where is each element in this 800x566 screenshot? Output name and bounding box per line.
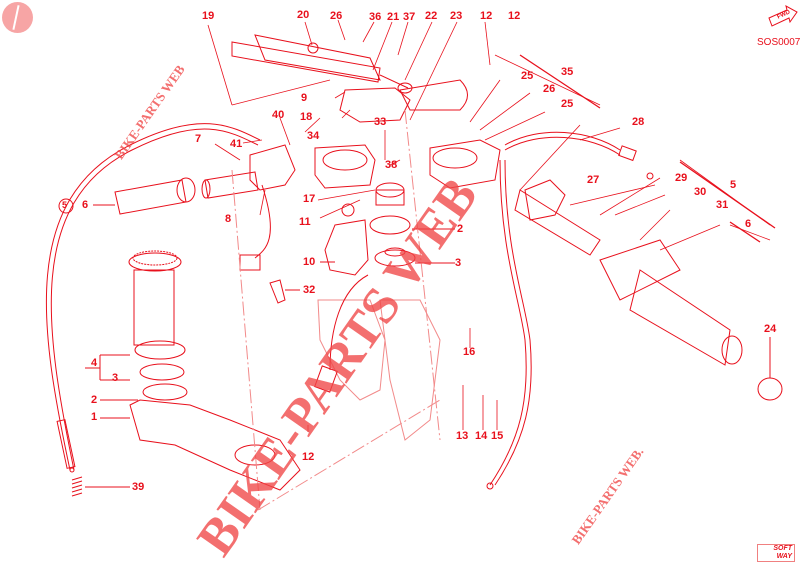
- callout-26[interactable]: 26: [330, 10, 343, 22]
- callout-6[interactable]: 6: [745, 218, 752, 230]
- callout-22[interactable]: 22: [425, 10, 438, 22]
- callout-15[interactable]: 15: [491, 430, 504, 442]
- logo-line-1: SOFT: [773, 545, 792, 552]
- cable-28[interactable]: [504, 131, 654, 180]
- callout-19[interactable]: 19: [202, 10, 215, 22]
- callout-2[interactable]: 2: [457, 223, 464, 235]
- callout-29[interactable]: 29: [675, 172, 688, 184]
- throttle-grip[interactable]: [599, 239, 743, 366]
- clutch-cable[interactable]: [45, 123, 261, 473]
- callout-4[interactable]: 4: [91, 357, 98, 369]
- callout-33[interactable]: 33: [374, 116, 387, 128]
- left-switch[interactable]: [239, 144, 296, 271]
- wiring-harness[interactable]: [314, 274, 369, 393]
- key-part[interactable]: [269, 279, 300, 304]
- callout-38[interactable]: 38: [385, 159, 398, 171]
- callout-13[interactable]: 13: [456, 430, 469, 442]
- kit-brackets: [519, 54, 776, 243]
- forward-arrow-icon: [768, 5, 798, 27]
- callout-21[interactable]: 21: [387, 11, 400, 23]
- callout-14[interactable]: 14: [475, 430, 488, 442]
- logo-line-2: WAY: [776, 553, 792, 560]
- callout-39[interactable]: 39: [132, 481, 145, 493]
- callout-6[interactable]: 6: [82, 199, 89, 211]
- callout-41[interactable]: 41: [230, 138, 243, 150]
- callout-2[interactable]: 2: [91, 394, 98, 406]
- steering-nuts[interactable]: [369, 182, 455, 267]
- callout-25[interactable]: 25: [561, 98, 574, 110]
- left-handlebar[interactable]: [201, 171, 259, 199]
- callout-18[interactable]: 18: [300, 111, 313, 123]
- callout-11[interactable]: 11: [299, 216, 311, 228]
- callout-12[interactable]: 12: [302, 451, 315, 463]
- kit-reference-icon: [58, 198, 74, 214]
- callout-36[interactable]: 36: [369, 11, 382, 23]
- callout-12[interactable]: 12: [480, 10, 493, 22]
- callout-20[interactable]: 20: [297, 9, 310, 21]
- spring-part[interactable]: [71, 476, 130, 497]
- damper-bracket[interactable]: [339, 79, 468, 123]
- callout-40[interactable]: 40: [272, 109, 285, 121]
- callout-8[interactable]: 8: [225, 213, 232, 225]
- steering-damper[interactable]: [231, 34, 413, 94]
- bar-end[interactable]: [757, 337, 783, 401]
- leader-lines: [207, 19, 771, 432]
- callout-37[interactable]: 37: [403, 11, 416, 23]
- callout-16[interactable]: 16: [463, 346, 476, 358]
- callout-23[interactable]: 23: [450, 10, 463, 22]
- callout-32[interactable]: 32: [303, 284, 316, 296]
- callout-5[interactable]: 5: [730, 179, 737, 191]
- throttle-cable[interactable]: [486, 159, 532, 490]
- callout-26[interactable]: 26: [543, 83, 556, 95]
- softway-logo: SOFT WAY: [757, 544, 795, 562]
- callout-25[interactable]: 25: [521, 70, 534, 82]
- callout-5[interactable]: 5: [62, 200, 68, 210]
- callout-34[interactable]: 34: [307, 130, 320, 142]
- corner-marker-icon: [2, 2, 33, 33]
- callout-31[interactable]: 31: [716, 199, 729, 211]
- callout-7[interactable]: 7: [195, 133, 202, 145]
- callout-24[interactable]: 24: [764, 323, 777, 335]
- right-handlebar[interactable]: [514, 179, 601, 256]
- callout-28[interactable]: 28: [632, 116, 645, 128]
- callout-35[interactable]: 35: [561, 66, 574, 78]
- callout-1[interactable]: 1: [91, 411, 98, 423]
- callout-17[interactable]: 17: [303, 193, 316, 205]
- callout-3[interactable]: 3: [112, 372, 119, 384]
- drawing-code: SOS00073: [757, 37, 800, 48]
- frame-bracket[interactable]: [231, 109, 441, 511]
- top-yoke[interactable]: [314, 139, 501, 189]
- callout-30[interactable]: 30: [694, 186, 707, 198]
- callout-27[interactable]: 27: [587, 174, 600, 186]
- steering-stem[interactable]: [85, 250, 301, 491]
- callout-3[interactable]: 3: [455, 257, 462, 269]
- left-grip[interactable]: [93, 177, 196, 215]
- ignition-switch[interactable]: [320, 203, 369, 276]
- callout-12[interactable]: 12: [508, 10, 521, 22]
- callout-10[interactable]: 10: [303, 256, 316, 268]
- callout-9[interactable]: 9: [301, 92, 308, 104]
